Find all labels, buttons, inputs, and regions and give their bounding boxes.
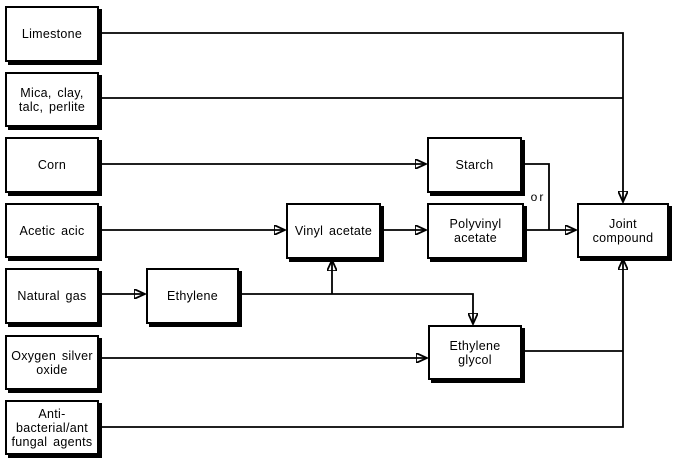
node-antibacterial-antifungal-label: Anti- bacterial/ant fungal agents — [11, 406, 93, 449]
node-acetic-acid: Acetic acic — [5, 203, 99, 258]
node-vinyl-acetate-label: Vinyl acetate — [294, 224, 373, 238]
node-starch: Starch — [427, 137, 522, 193]
node-acetic-acid-label: Acetic acic — [19, 223, 85, 238]
node-joint-compound: Joint compound — [577, 203, 669, 258]
node-corn-label: Corn — [37, 158, 67, 172]
edge-label-or: or — [530, 190, 546, 204]
edge-ethylene-to-ethylene-glycol — [239, 293, 473, 324]
node-limestone-label: Limestone — [21, 27, 83, 41]
edge-starch-to-junction — [522, 163, 550, 230]
node-corn: Corn — [5, 137, 99, 193]
node-oxygen-silver-oxide-label: Oxygen silver oxide — [11, 348, 93, 377]
node-polyvinyl-acetate: Polyvinyl acetate — [427, 203, 524, 259]
node-mica-clay-talc-perlite: Mica, clay, talc, perlite — [5, 72, 99, 127]
node-joint-compound-label: Joint compound — [592, 216, 654, 245]
node-ethylene-glycol: Ethylene glycol — [428, 325, 522, 380]
node-ethylene-label: Ethylene — [166, 289, 219, 303]
node-ethylene-glycol-label: Ethylene glycol — [449, 338, 501, 367]
node-vinyl-acetate: Vinyl acetate — [286, 203, 381, 259]
node-polyvinyl-acetate-label: Polyvinyl acetate — [449, 217, 502, 245]
edge-limestone-to-joint-compound — [99, 32, 623, 202]
node-mica-clay-talc-perlite-label: Mica, clay, talc, perlite — [18, 85, 86, 114]
node-limestone: Limestone — [5, 6, 99, 62]
node-natural-gas: Natural gas — [5, 268, 99, 324]
node-natural-gas-label: Natural gas — [17, 289, 87, 303]
node-oxygen-silver-oxide: Oxygen silver oxide — [5, 335, 99, 390]
node-ethylene: Ethylene — [146, 268, 239, 324]
node-antibacterial-antifungal: Anti- bacterial/ant fungal agents — [5, 400, 99, 455]
edge-antibacterial-to-joint-compound — [99, 259, 623, 428]
node-starch-label: Starch — [455, 158, 494, 172]
